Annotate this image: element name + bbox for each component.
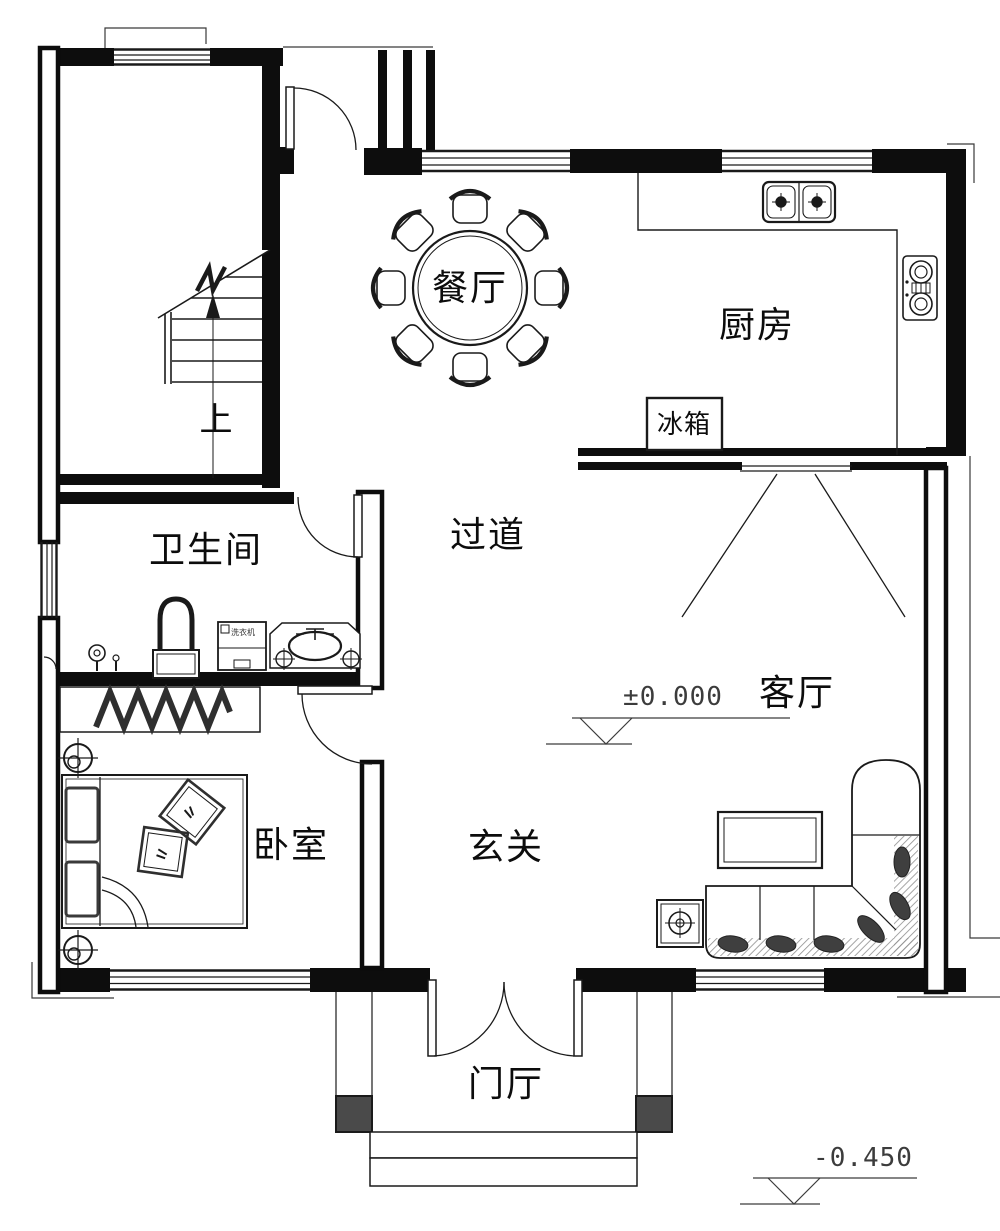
room-label-bedroom: 卧室 <box>252 825 330 866</box>
dining-table <box>411 229 529 347</box>
toilet <box>152 596 200 679</box>
refrigerator <box>645 396 724 452</box>
washer-label: 洗衣机 <box>231 628 255 637</box>
level-marker-main <box>546 717 790 745</box>
porch-column-left <box>335 1095 373 1133</box>
bedroom-furniture <box>58 683 261 970</box>
level-marker-outdoor <box>740 1177 917 1205</box>
room-label-foyer: 门厅 <box>467 1064 545 1105</box>
floor-drain <box>43 644 120 671</box>
opening-kitchen-living <box>681 465 906 618</box>
staircase <box>157 249 271 478</box>
elevation-outdoor: -0.450 <box>813 1143 913 1173</box>
pillow <box>64 860 100 918</box>
living-room-furniture <box>656 759 921 959</box>
window-kitchen-top <box>722 149 872 173</box>
room-label-entry: 玄关 <box>467 827 545 868</box>
entrance-porch <box>335 992 673 1187</box>
stairs-up-label: 上 <box>199 399 233 439</box>
porch-step-1 <box>369 1131 638 1159</box>
walls <box>40 48 966 992</box>
door-dining-north <box>285 86 357 151</box>
room-label-corridor: 过道 <box>449 515 527 556</box>
wardrobe <box>59 683 261 736</box>
window-dining-top <box>422 149 570 173</box>
cavity-walls <box>37 45 949 995</box>
tv <box>716 810 824 870</box>
bathroom-fixtures <box>43 596 362 679</box>
room-label-living: 客厅 <box>758 673 836 714</box>
stair-break-mark <box>195 261 227 297</box>
elevation-main-floor: ±0.000 <box>623 682 723 712</box>
room-label-kitchen: 厨房 <box>718 305 796 346</box>
exterior-outlines <box>31 27 1000 999</box>
room-label-dining: 餐厅 <box>431 268 509 309</box>
washing-machine <box>217 621 267 671</box>
door-main-entrance <box>427 979 583 1057</box>
dining-set <box>370 188 570 388</box>
dining-chairs <box>370 188 570 388</box>
doors <box>285 86 906 1057</box>
wash-basin <box>269 622 362 670</box>
pillow <box>64 786 100 844</box>
windows <box>40 48 872 991</box>
bed-cushion <box>157 777 227 847</box>
bedside-lamp <box>58 738 98 778</box>
door-bedroom <box>297 685 373 765</box>
fridge-label: 冰箱 <box>656 410 712 440</box>
bedside-lamp <box>58 930 98 970</box>
porch-step-2 <box>369 1157 638 1187</box>
window-bedroom-bottom <box>110 969 310 991</box>
level-markers <box>546 717 917 1205</box>
kitchen-fixtures <box>637 173 938 455</box>
window-stairwell-top <box>114 48 210 66</box>
sofa <box>705 759 921 959</box>
window-bathroom-left <box>40 542 58 618</box>
room-label-bathroom: 卫生间 <box>148 530 264 571</box>
kitchen-sink <box>761 180 837 224</box>
kitchen-counter <box>637 173 898 455</box>
bed-cushion <box>136 825 190 879</box>
door-bathroom <box>297 494 363 558</box>
porch-column-right <box>635 1095 673 1133</box>
kitchen-stove <box>902 255 938 321</box>
stair-up-arrow <box>206 294 220 318</box>
bed <box>61 774 248 929</box>
side-table-lamp <box>656 899 704 948</box>
window-living-bottom <box>696 969 824 991</box>
